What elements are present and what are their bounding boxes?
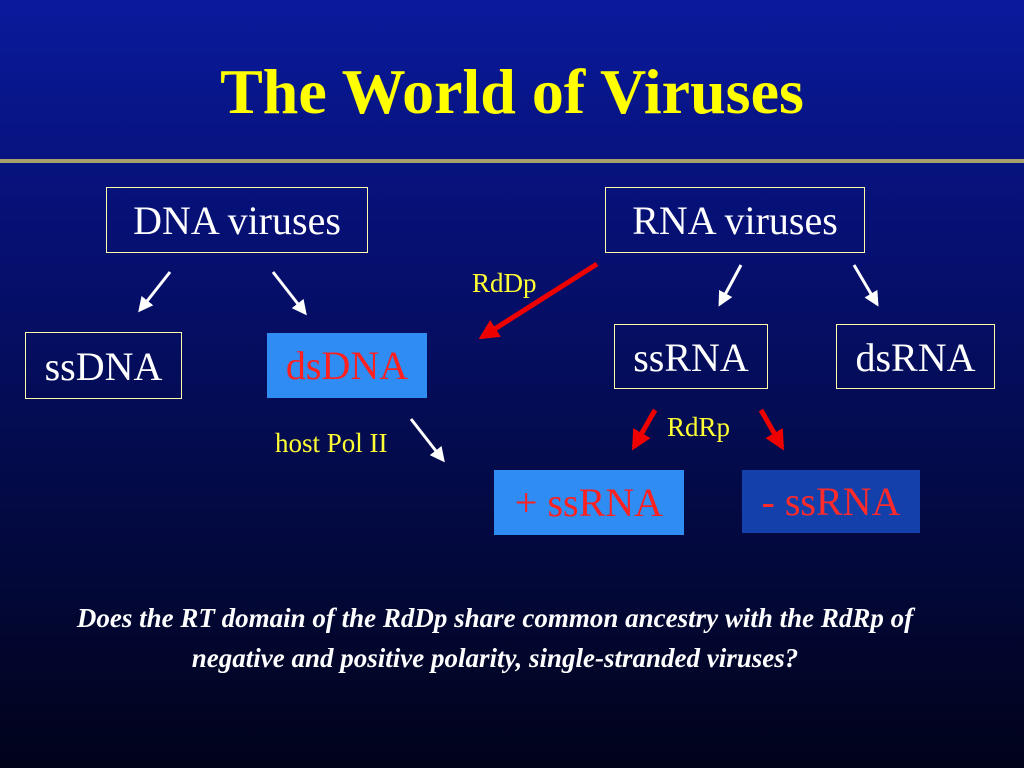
rdrp-label: RdRp <box>667 412 731 442</box>
dsdna-box: dsDNA <box>267 333 427 398</box>
host-pol-ii-label: host Pol II <box>275 428 388 458</box>
plus-ssrna-box: + ssRNA <box>494 470 684 535</box>
arrow-rna-to-dsrna <box>852 264 879 307</box>
dna-viruses-box: DNA viruses <box>106 187 368 253</box>
minus-ssrna-box: - ssRNA <box>742 470 920 533</box>
title-divider <box>0 159 1024 163</box>
dsrna-box: dsRNA <box>836 324 995 389</box>
arrow-rna-to-ssrna <box>718 264 743 307</box>
arrow-dna-to-ssdna <box>138 271 172 313</box>
question-text: Does the RT domain of the RdDp share com… <box>76 603 914 673</box>
ssdna-box: ssDNA <box>25 332 182 399</box>
arrow-rdrp-minus <box>758 408 785 451</box>
slide-title: The World of Viruses <box>220 56 804 127</box>
arrow-rddp <box>478 261 599 340</box>
arrow-dna-to-dsdna <box>271 271 307 316</box>
ssrna-box: ssRNA <box>614 324 768 389</box>
rddp-label: RdDp <box>472 268 537 298</box>
arrow-rdrp-plus <box>631 408 658 451</box>
rna-viruses-box: RNA viruses <box>605 187 865 253</box>
arrow-host-pol-ii <box>409 418 445 463</box>
